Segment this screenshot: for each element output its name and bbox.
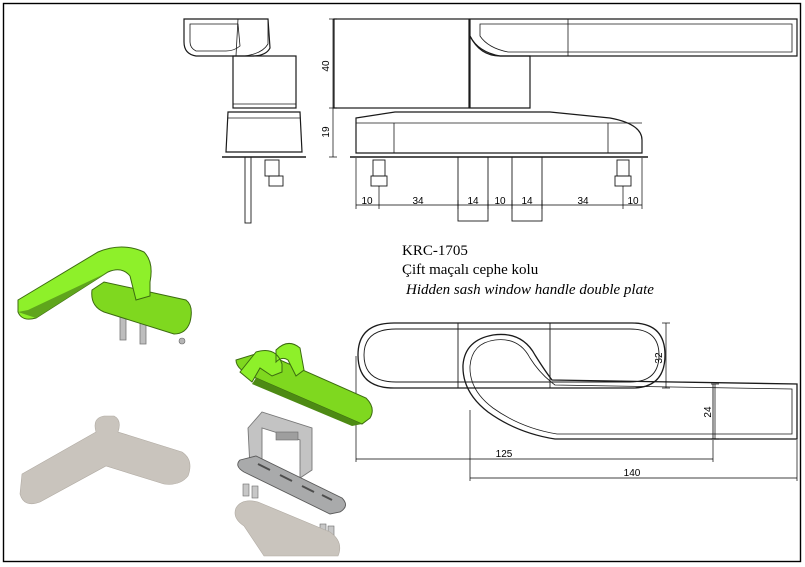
side-view xyxy=(183,18,306,224)
dim-chain-value: 10 xyxy=(627,196,639,207)
dim-chain-value: 10 xyxy=(361,196,373,207)
dim-height-24: 24 xyxy=(703,406,714,418)
top-dimensions xyxy=(355,322,798,481)
render-metal-plate-holes xyxy=(257,463,333,501)
render-screw xyxy=(178,337,186,345)
render-gasket-small xyxy=(234,500,341,557)
render-screw-left-2 xyxy=(251,485,259,499)
front-spindle-right xyxy=(511,156,543,222)
dim-height-19: 19 xyxy=(321,126,332,138)
front-base xyxy=(355,111,643,154)
render-bracket-insert xyxy=(275,431,299,441)
side-base xyxy=(225,111,303,153)
dim-chain-value: 14 xyxy=(467,196,479,207)
dim-bottom-chain: 10 34 14 10 14 34 10 xyxy=(361,196,639,207)
side-neck xyxy=(232,55,297,109)
front-view xyxy=(333,18,798,222)
product-code: KRC-1705 xyxy=(402,243,468,259)
side-lever-hub xyxy=(235,18,269,57)
side-lever-top xyxy=(183,18,271,57)
plate-outline xyxy=(357,322,666,389)
side-pin-head xyxy=(268,175,284,187)
dim-width-140: 140 xyxy=(624,468,641,479)
front-lever-hub xyxy=(469,35,531,109)
front-lever-arm-inner xyxy=(479,23,793,53)
render-exploded-shading xyxy=(252,378,362,426)
side-lever-inner xyxy=(189,23,241,52)
dim-chain-value: 14 xyxy=(521,196,533,207)
front-right-pin-head xyxy=(614,175,632,187)
front-lever-body xyxy=(333,18,470,109)
render-metal-plate xyxy=(237,455,346,515)
side-spindle xyxy=(244,156,252,224)
handle-grip xyxy=(462,333,798,440)
side-pin xyxy=(264,159,280,177)
render-gasket-large xyxy=(19,415,191,505)
front-right-pin xyxy=(616,159,630,177)
front-spindle-left xyxy=(457,156,489,222)
front-left-pin-head xyxy=(370,175,388,187)
product-name-turkish: Çift maçalı cephe kolu xyxy=(402,262,539,278)
render-base-plate xyxy=(91,281,192,335)
top-view xyxy=(357,322,798,440)
render-handle-exploded xyxy=(235,343,373,539)
dim-height-32: 32 xyxy=(654,352,665,364)
render-lever-shading xyxy=(18,272,108,318)
dim-chain-value: 10 xyxy=(494,196,506,207)
front-lever-arm xyxy=(469,18,798,57)
product-name-english: Hidden sash window handle double plate xyxy=(406,282,654,298)
dim-chain-value: 34 xyxy=(577,196,589,207)
front-left-pin xyxy=(372,159,386,177)
render-screw-left xyxy=(242,483,250,497)
render-exploded-lever xyxy=(239,343,305,383)
dim-chain-value: 34 xyxy=(412,196,424,207)
render-gaskets xyxy=(19,415,341,557)
plate-inner xyxy=(363,328,660,383)
render-handle-assembled xyxy=(17,246,192,345)
dim-width-125: 125 xyxy=(496,449,513,460)
dim-height-40: 40 xyxy=(321,60,332,72)
front-dimensions xyxy=(329,18,643,209)
handle-grip-inner xyxy=(469,339,793,435)
